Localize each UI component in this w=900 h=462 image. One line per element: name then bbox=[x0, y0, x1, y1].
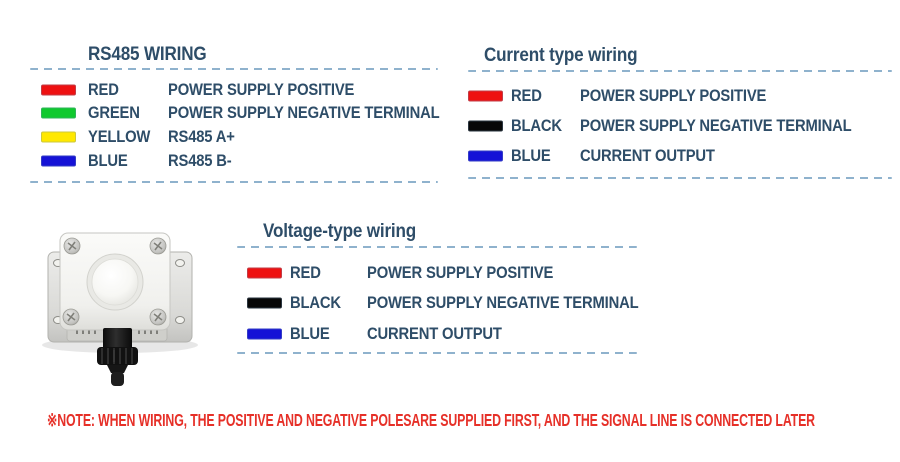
wire-row: BLACK POWER SUPPLY NEGATIVE TERMINAL bbox=[468, 116, 895, 135]
wire-color-name: BLACK bbox=[290, 293, 341, 312]
current-type-wiring-section: Current type wiring RED POWER SUPPLY POS… bbox=[468, 40, 895, 190]
voltage-section-title: Voltage-type wiring bbox=[263, 221, 417, 242]
wire-row: YELLOW RS485 A+ bbox=[30, 127, 438, 146]
wire-row: BLACK POWER SUPPLY NEGATIVE TERMINAL bbox=[237, 293, 639, 312]
wire-color-name: YELLOW bbox=[88, 127, 151, 146]
wire-color-name: BLUE bbox=[88, 151, 128, 170]
wiring-note: ※NOTE: WHEN WIRING, THE POSITIVE AND NEG… bbox=[47, 410, 815, 430]
wire-row: RED POWER SUPPLY POSITIVE bbox=[237, 263, 638, 282]
wire-row: RED POWER SUPPLY POSITIVE bbox=[468, 86, 895, 105]
wire-function-label: POWER SUPPLY POSITIVE bbox=[580, 86, 767, 105]
wire-function-label: POWER SUPPLY NEGATIVE TERMINAL bbox=[367, 293, 639, 312]
dashed-divider bbox=[237, 246, 637, 248]
wire-row: BLUE CURRENT OUTPUT bbox=[237, 324, 638, 343]
wire-color-swatch-blue bbox=[41, 155, 76, 167]
sensor-dome bbox=[91, 258, 139, 306]
light-sensor-product-image bbox=[42, 232, 198, 386]
wire-color-swatch-red bbox=[468, 90, 503, 102]
cable-gland bbox=[97, 328, 138, 386]
voltage-type-wiring-section: Voltage-type wiring RED POWER SUPPLY POS… bbox=[237, 216, 639, 366]
mounting-hole bbox=[175, 316, 185, 324]
wire-color-swatch-blue bbox=[468, 150, 503, 162]
wire-color-name: BLUE bbox=[511, 146, 551, 165]
dome-highlight bbox=[109, 274, 113, 278]
dashed-divider bbox=[468, 177, 892, 179]
wire-color-name: GREEN bbox=[88, 103, 140, 122]
dashed-divider bbox=[30, 68, 438, 70]
mounting-hole bbox=[175, 259, 185, 267]
wire-color-swatch-green bbox=[41, 107, 76, 119]
wire-color-swatch-blue bbox=[247, 328, 282, 340]
wire-function-label: CURRENT OUTPUT bbox=[580, 146, 715, 165]
rs485-section-title: RS485 WIRING bbox=[88, 44, 207, 65]
wire-color-name: BLACK bbox=[511, 116, 562, 135]
wire-row: RED POWER SUPPLY POSITIVE bbox=[30, 80, 438, 99]
current-section-title: Current type wiring bbox=[484, 45, 638, 66]
corner-screws bbox=[62, 237, 167, 326]
wire-function-label: POWER SUPPLY NEGATIVE TERMINAL bbox=[168, 103, 440, 122]
wire-color-name: BLUE bbox=[290, 324, 330, 343]
rs485-wiring-section: RS485 WIRING RED POWER SUPPLY POSITIVE G… bbox=[30, 40, 440, 190]
wire-function-label: RS485 B- bbox=[168, 151, 232, 170]
wire-color-swatch-black bbox=[468, 120, 503, 132]
dashed-divider bbox=[468, 70, 892, 72]
wire-color-name: RED bbox=[88, 80, 119, 99]
dashed-divider bbox=[30, 181, 438, 183]
wire-row: BLUE CURRENT OUTPUT bbox=[468, 146, 895, 165]
wire-function-label: POWER SUPPLY POSITIVE bbox=[367, 263, 554, 282]
wire-function-label: CURRENT OUTPUT bbox=[367, 324, 502, 343]
dashed-divider bbox=[237, 352, 637, 354]
wire-function-label: POWER SUPPLY NEGATIVE TERMINAL bbox=[580, 116, 852, 135]
wire-color-name: RED bbox=[290, 263, 321, 282]
wire-color-swatch-yellow bbox=[41, 131, 76, 143]
wire-color-swatch-red bbox=[247, 267, 282, 279]
wire-color-swatch-black bbox=[247, 297, 282, 309]
wire-color-name: RED bbox=[511, 86, 542, 105]
wire-function-label: RS485 A+ bbox=[168, 127, 235, 146]
wire-function-label: POWER SUPPLY POSITIVE bbox=[168, 80, 355, 99]
wire-color-swatch-red bbox=[41, 84, 76, 96]
wire-row: GREEN POWER SUPPLY NEGATIVE TERMINAL bbox=[30, 103, 440, 122]
wire-row: BLUE RS485 B- bbox=[30, 151, 438, 170]
